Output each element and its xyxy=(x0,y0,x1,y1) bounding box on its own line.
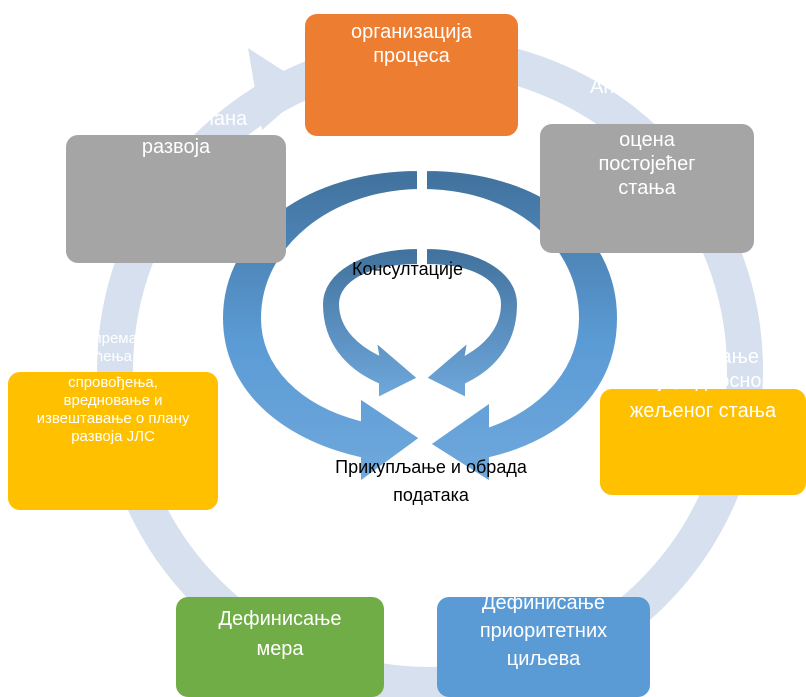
step-organization-overflow-line: Припрема и xyxy=(352,0,463,11)
step-implementation-overflow-line-1: Припрема xyxy=(66,330,137,347)
step-implementation-line-4: вредновање и xyxy=(63,392,163,409)
step-measures-line-1: Дефинисање xyxy=(218,608,342,630)
consultations-label: Консултације xyxy=(352,259,463,279)
data-collection-label-line-2: података xyxy=(393,484,469,505)
step-box-assessment: оцена постојећег стања xyxy=(540,124,754,253)
step-priorities-line-3: циљева xyxy=(506,648,581,670)
step-implementation-line-3: спровођења, xyxy=(68,374,158,391)
step-priorities-line-1: Дефинисање xyxy=(481,597,605,614)
step-box-implementation: спровођења, вредновање и извештавање о п… xyxy=(8,372,218,510)
step-assessment-line-3: постојећег xyxy=(598,153,696,175)
step-adoption-overflow-line: Усвајање плана xyxy=(100,108,248,130)
inner-circular-arrows xyxy=(320,246,520,400)
step-organization-line-2: организација xyxy=(351,21,472,43)
step-assessment-line-2: оцена xyxy=(619,129,675,151)
inner-arrow-right xyxy=(424,246,520,400)
inner-arrow-left xyxy=(320,246,420,400)
data-collection-label: Прикупљање и обрада података xyxy=(308,454,554,510)
step-vision-line-2: визије, односно xyxy=(616,370,762,392)
step-box-vision: жељеног стања xyxy=(600,389,806,495)
step-vision-overflow-line: Дефинисање xyxy=(636,346,760,368)
step-vision-line-3: жељеног стања xyxy=(629,400,777,422)
step-box-priorities: Дефинисање приоритетних циљева xyxy=(437,597,650,697)
step-assessment-overflow-line: Анализа и xyxy=(590,76,686,98)
step-assessment-line-4: стања xyxy=(618,177,676,199)
data-collection-label-line-1: Прикупљање и обрада xyxy=(335,457,527,477)
step-box-organization: организација процеса xyxy=(305,14,518,136)
step-implementation-line-6: развоја ЈЛС xyxy=(71,428,155,445)
step-implementation-overflow-line-2: праћења xyxy=(70,348,133,365)
step-organization-line-3: процеса xyxy=(373,45,450,67)
step-priorities-line-2: приоритетних xyxy=(479,620,608,642)
step-adoption-line-2: развоја xyxy=(141,136,211,158)
step-box-measures: Дефинисање мера xyxy=(176,597,384,697)
step-implementation-line-5: извештавање о плану xyxy=(36,410,190,427)
step-measures-line-2: мера xyxy=(256,638,304,660)
step-box-adoption: развоја xyxy=(66,135,286,263)
cycle-arrowhead xyxy=(248,48,310,130)
